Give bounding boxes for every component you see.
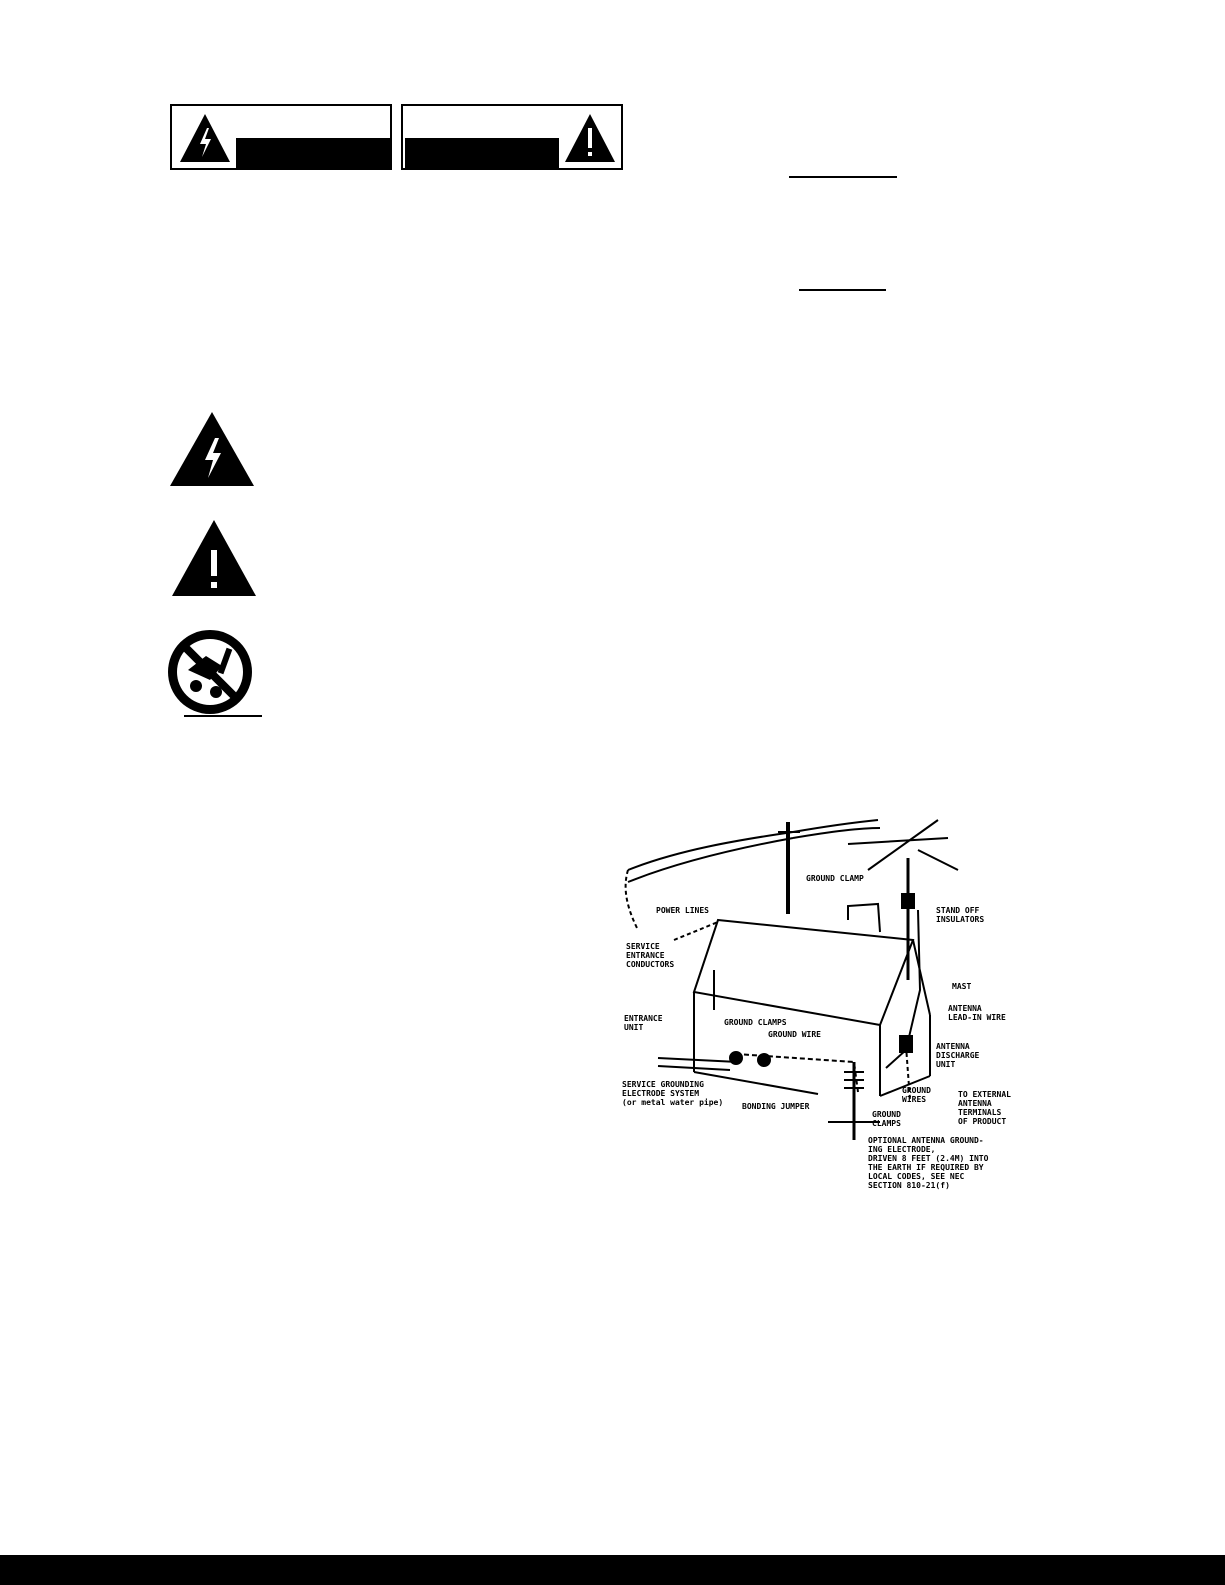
caution-label-left [170, 104, 392, 170]
caution-bar-right [405, 138, 559, 168]
label-discharge-unit: ANTENNA DISCHARGE UNIT [936, 1042, 980, 1069]
label-antenna-lead-in: ANTENNA LEAD-IN WIRE [948, 1004, 1006, 1022]
exclamation-symbol-icon [172, 520, 256, 596]
label-service-grounding: SERVICE GROUNDING ELECTRODE SYSTEM (or m… [622, 1080, 724, 1107]
underline-mark-1 [789, 176, 897, 178]
top-margin [0, 0, 1225, 30]
lightning-warning-icon [180, 114, 230, 162]
label-ground-clamps: GROUND CLAMPS [724, 1018, 787, 1027]
label-power-lines: POWER LINES [656, 906, 709, 915]
exclamation-warning-icon [565, 114, 615, 162]
label-optional-electrode: OPTIONAL ANTENNA GROUND- ING ELECTRODE, … [868, 1136, 989, 1190]
antenna-grounding-diagram: GROUND CLAMP POWER LINES STAND OFF INSUL… [618, 810, 1028, 1210]
label-bonding-jumper: BONDING JUMPER [742, 1102, 810, 1111]
caution-bar-left [236, 138, 390, 168]
label-ground-wire: GROUND WIRE [768, 1030, 821, 1039]
label-ground-clamp: GROUND CLAMP [806, 874, 864, 883]
house-antenna-drawing [624, 819, 959, 1140]
caution-label-right [401, 104, 623, 170]
label-stand-off-insulators: STAND OFF INSULATORS [936, 906, 985, 924]
label-ground-wires: GROUND WIRES [902, 1086, 931, 1104]
label-service-entrance: SERVICE ENTRANCE CONDUCTORS [626, 942, 675, 969]
label-entrance-unit: ENTRANCE UNIT [624, 1014, 663, 1032]
label-to-external-antenna: TO EXTERNAL ANTENNA TERMINALS OF PRODUCT [958, 1090, 1011, 1126]
cart-warning-icon [168, 630, 262, 717]
label-mast: MAST [952, 982, 972, 991]
bottom-margin [0, 1555, 1225, 1585]
underline-mark-2 [799, 289, 886, 291]
label-ground-clamps-2: GROUND CLAMPS [872, 1110, 901, 1128]
lightning-symbol-icon [170, 412, 254, 486]
